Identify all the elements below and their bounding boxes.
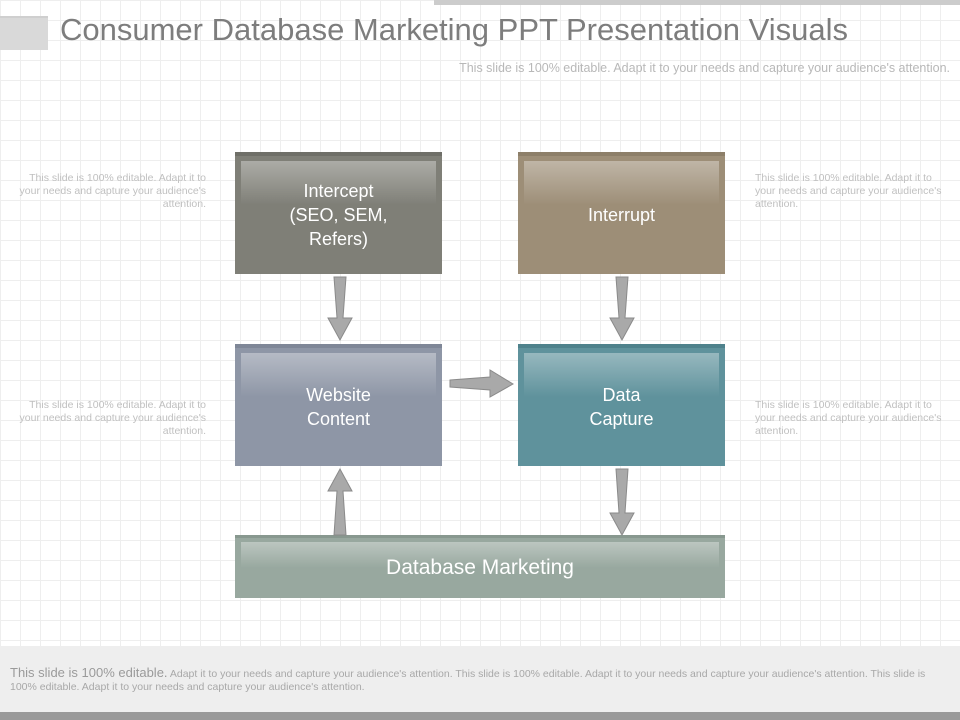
interrupt-box-highlight [524,161,719,205]
header-accent-block [0,18,48,50]
footer-body: Adapt it to your needs and capture your … [10,668,926,693]
data-capture-box[interactable]: Data Capture [518,344,725,466]
footer-text: This slide is 100% editable. Adapt it to… [10,666,940,694]
website-content-label: Website Content [306,385,371,429]
footer-panel: This slide is 100% editable. Adapt it to… [0,646,960,712]
intercept-box[interactable]: Intercept (SEO, SEM, Refers) [235,152,442,274]
arrow-data-capture-to-database-marketing [609,468,635,537]
slide-title: Consumer Database Marketing PPT Presenta… [60,12,849,47]
interrupt-label: Interrupt [587,205,656,225]
website-content-box-highlight [241,353,436,397]
footer-lead: This slide is 100% editable. [10,665,168,680]
data-capture-label: Data Capture [589,385,654,429]
side-note-top-right: This slide is 100% editable. Adapt it to… [755,172,942,210]
interrupt-box[interactable]: Interrupt [518,152,725,274]
header-accent-bar [434,0,960,5]
side-note-middle-left: This slide is 100% editable. Adapt it to… [19,399,206,437]
arrow-website-to-data-capture [449,369,514,398]
data-capture-box-highlight [524,353,719,397]
arrow-database-marketing-to-website [327,467,353,536]
footer-bar [0,712,960,720]
header-accent-line [0,16,48,18]
database-marketing-box-highlight [241,542,719,568]
intercept-label: Intercept (SEO, SEM, Refers) [289,181,388,249]
arrow-intercept-to-website [327,276,353,342]
side-note-top-left: This slide is 100% editable. Adapt it to… [19,172,206,210]
website-content-box[interactable]: Website Content [235,344,442,466]
arrow-interrupt-to-data-capture [609,276,635,342]
slide-subtitle: This slide is 100% editable. Adapt it to… [459,61,950,75]
database-marketing-label: Database Marketing [386,556,574,579]
side-note-middle-right: This slide is 100% editable. Adapt it to… [755,399,942,437]
intercept-box-highlight [241,161,436,205]
database-marketing-box[interactable]: Database Marketing [235,535,725,598]
